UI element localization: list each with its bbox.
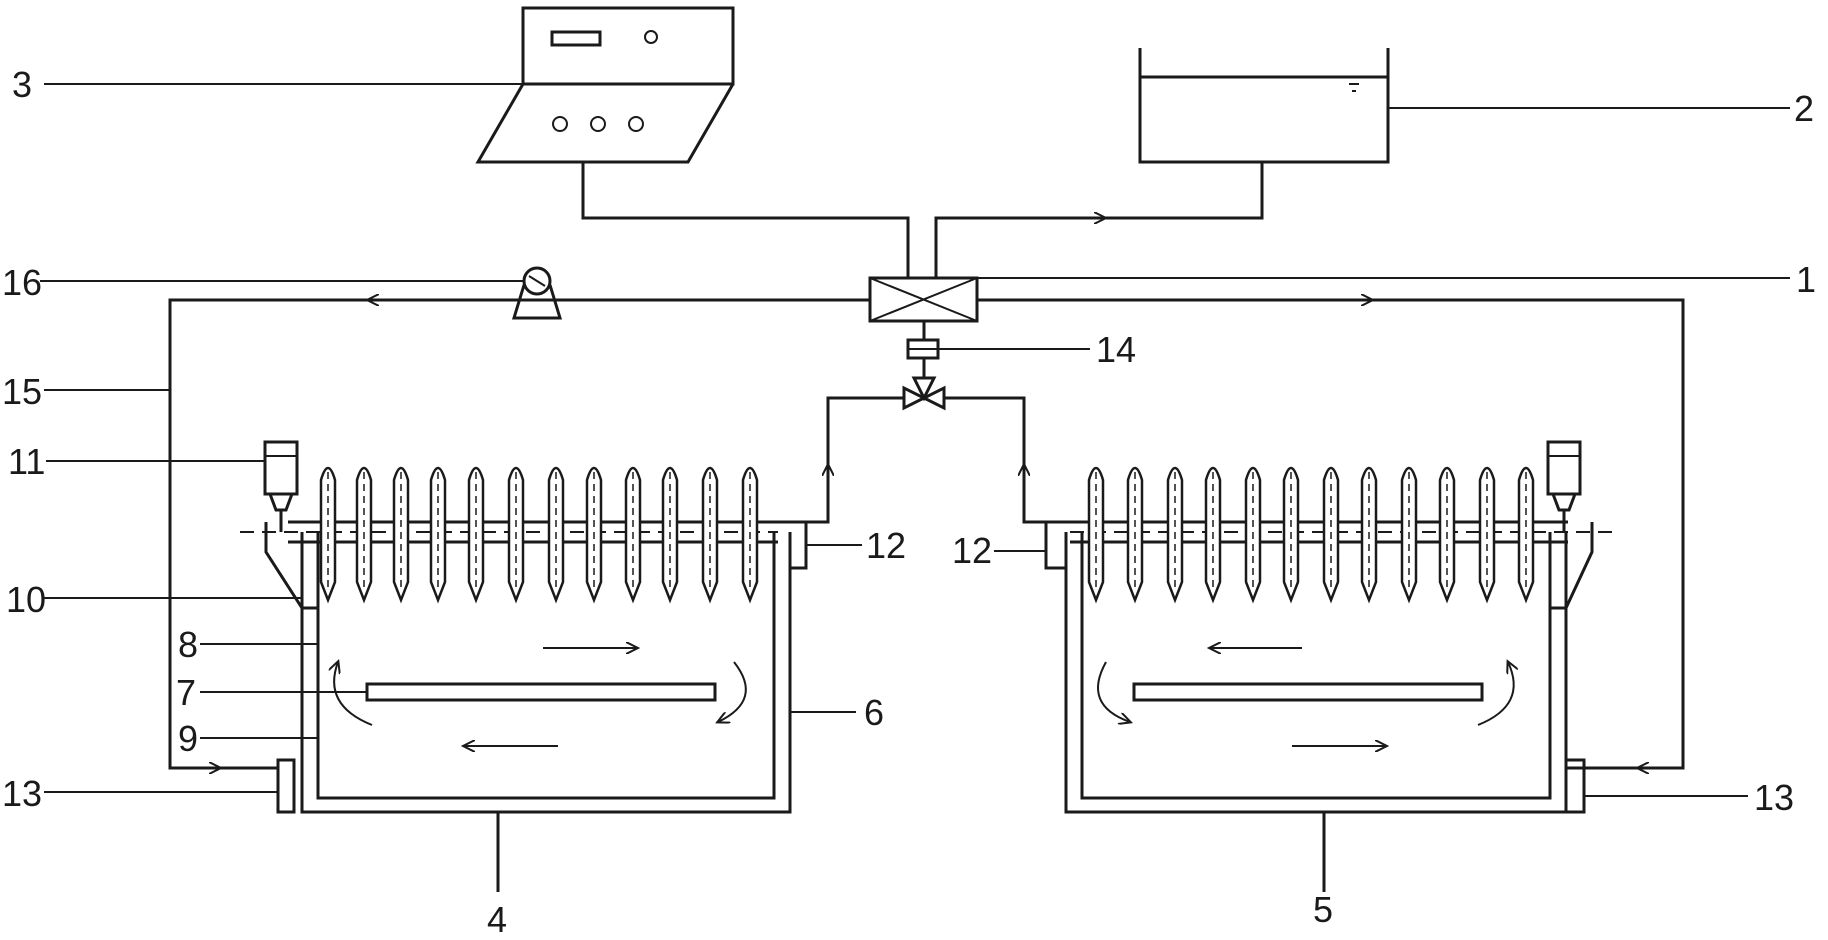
control-knob xyxy=(552,116,568,132)
label-3: 3 xyxy=(12,64,32,105)
electrode-array-left xyxy=(319,466,759,602)
part-labels: 3 2 1 16 14 15 11 12 12 10 8 7 6 9 13 13… xyxy=(2,64,1816,940)
motor-11-left xyxy=(263,440,299,532)
label-13-right: 13 xyxy=(1754,777,1794,818)
label-14: 14 xyxy=(1096,329,1136,370)
distribution-box xyxy=(868,276,979,323)
return-pipe-right xyxy=(977,300,1685,768)
electrode-array-right xyxy=(1087,466,1535,602)
label-4: 4 xyxy=(487,899,507,940)
water-tank xyxy=(1138,48,1390,164)
label-11: 11 xyxy=(8,441,45,482)
label-2: 2 xyxy=(1794,88,1814,129)
indicator-knob xyxy=(644,30,658,44)
label-15: 15 xyxy=(2,371,42,412)
label-8: 8 xyxy=(178,624,198,665)
display-window xyxy=(550,30,602,47)
flowmeter-14 xyxy=(906,321,940,378)
label-7: 7 xyxy=(176,672,196,713)
control-knob xyxy=(628,116,644,132)
control-knob xyxy=(590,116,606,132)
label-1: 1 xyxy=(1796,259,1816,300)
label-13-left: 13 xyxy=(2,773,42,814)
label-12-right: 12 xyxy=(952,530,992,571)
water-level-icon xyxy=(1344,76,1364,92)
three-way-valve xyxy=(902,376,946,411)
piping-top xyxy=(581,162,1264,278)
pump-16 xyxy=(511,266,563,320)
label-5: 5 xyxy=(1313,889,1333,930)
leader-lines xyxy=(40,83,1790,797)
label-9: 9 xyxy=(178,718,198,759)
flow-arrows-left xyxy=(334,648,747,746)
label-12-left: 12 xyxy=(866,525,906,566)
flow-arrows-right xyxy=(1097,648,1514,746)
label-10: 10 xyxy=(6,579,46,620)
label-6: 6 xyxy=(864,692,884,733)
label-16: 16 xyxy=(2,262,42,303)
valve-branches xyxy=(806,396,1046,524)
motor-11-right xyxy=(1546,440,1582,532)
